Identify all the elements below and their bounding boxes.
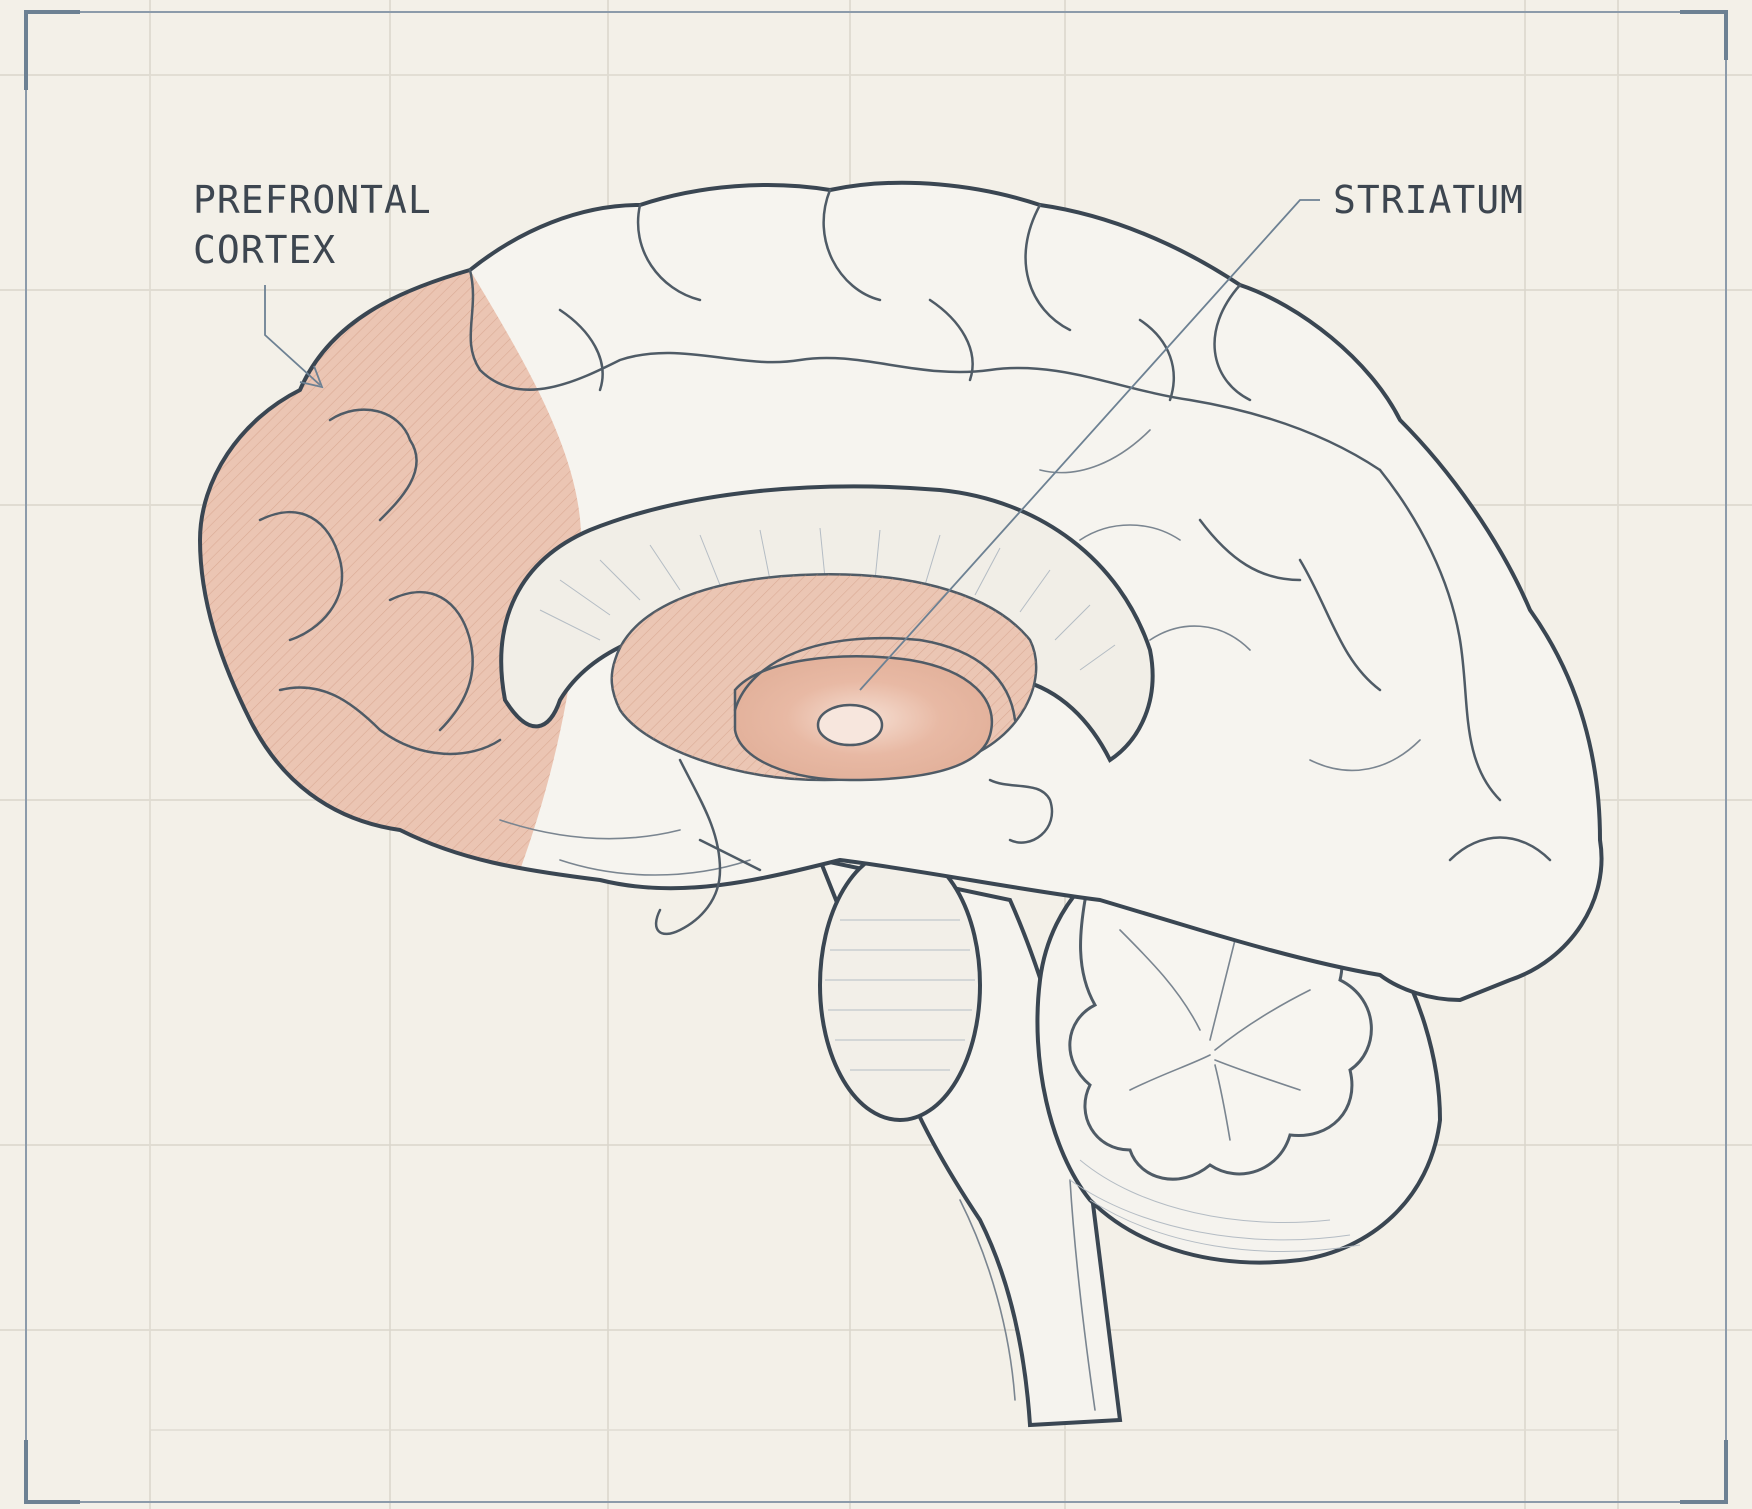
striatum-region [612,574,1036,780]
prefrontal-highlight [180,270,581,870]
striatum-label: STRIATUM [1333,178,1524,222]
prefrontal-label-line1: PREFRONTAL [193,178,432,222]
prefrontal-label-line2: CORTEX [193,228,336,272]
